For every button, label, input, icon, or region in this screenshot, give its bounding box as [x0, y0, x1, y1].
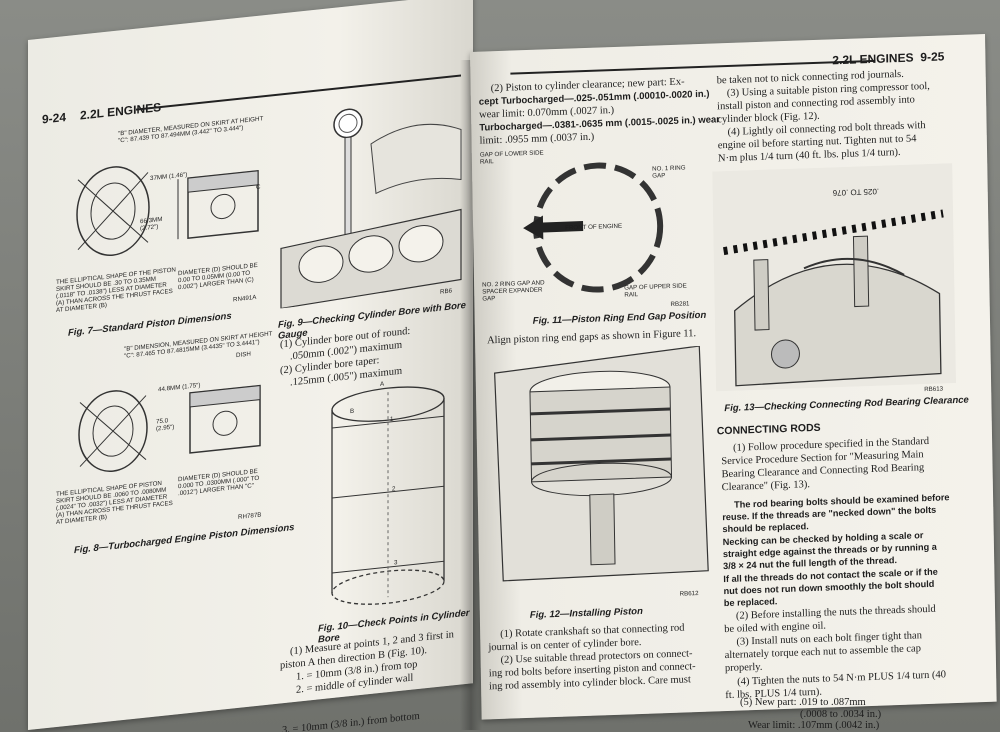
- fig8-note-elliptical: THE ELLIPTICAL SHAPE OF PISTON SKIRT SHO…: [56, 479, 173, 527]
- fig8-caption: Fig. 8—Turbocharged Engine Piston Dimens…: [74, 521, 295, 557]
- fig13-code: RB613: [924, 385, 944, 394]
- fig11-gap-lower: GAP OF LOWER SIDE RAIL: [479, 149, 544, 166]
- fig11-ring2: NO. 2 RING GAP AND SPACER EXPANDER GAP: [482, 279, 545, 303]
- right-page-number: 9-25: [920, 49, 945, 65]
- fig11-ring-gap-diagram: [523, 162, 664, 293]
- left-page: 9-24 2.2L ENGINES "B" DIAMETER, MEASURED…: [28, 0, 473, 730]
- fig8-code: RH787B: [238, 511, 262, 521]
- fig10-label-a: A: [380, 380, 385, 389]
- clearance-5: limit: .0955 mm (.0037 in.): [479, 131, 595, 147]
- section-heading-connecting-rods: CONNECTING RODS: [716, 421, 821, 438]
- fig11-ring1: NO. 1 RING GAP: [652, 164, 686, 180]
- conn-step-8: (5) New part: .019 to .087mm: [740, 697, 866, 708]
- fig13-bearing-clearance-drawing: [712, 163, 957, 392]
- fig8-dish: DISH: [236, 350, 251, 360]
- fig10-label-2: 2: [392, 485, 396, 493]
- fig8-piston-drawing: [78, 384, 261, 472]
- fig12-caption: Fig. 12—Installing Piston: [529, 605, 643, 621]
- conn-step-6: (4) Tighten the nuts to 54 N·m PLUS 1/4 …: [737, 669, 947, 688]
- fig10-label-b: B: [350, 407, 355, 416]
- conn-step-9: (.0008 to .0034 in.): [800, 709, 882, 720]
- fig7-note-b: "B" DIAMETER, MEASURED ON SKIRT AT HEIGH…: [118, 115, 264, 145]
- conn-intro-4: Clearance" (Fig. 13).: [721, 479, 811, 494]
- fig7-note-diameter-d: DIAMETER (D) SHOULD BE 0.00 TO 0.05mm (0…: [178, 261, 258, 292]
- fig7-code: RN491A: [233, 293, 257, 304]
- fig13-caption: Fig. 13—Checking Connecting Rod Bearing …: [724, 394, 969, 415]
- fig9-bore-gauge-drawing: [280, 108, 462, 309]
- fig13-gauge-value: .025 to .076: [832, 186, 880, 198]
- left-page-number: 9-24: [42, 110, 67, 127]
- fig11-code: RB281: [670, 300, 690, 308]
- fig11-caption: Fig. 11—Piston Ring End Gap Position: [532, 309, 707, 327]
- fig10-label-3: 3: [394, 559, 398, 567]
- fig10-label-1: 1: [390, 415, 394, 423]
- fig10-cylinder-drawing: [331, 386, 445, 605]
- right-header-title: 2.2L ENGINES: [832, 50, 914, 68]
- fig12-code: RB612: [679, 590, 699, 598]
- fig11-gap-upper: GAP OF UPPER SIDE RAIL: [624, 282, 687, 299]
- fig7-dim-c: C: [256, 183, 261, 192]
- fig9-code: RB6: [440, 287, 453, 296]
- conn-step-10: Wear limit: .107mm (.0042 in.): [748, 720, 880, 731]
- right-page: 2.2L ENGINES 9-25 (2) Piston to cylinder…: [470, 34, 997, 720]
- fig7-caption: Fig. 7—Standard Piston Dimensions: [68, 310, 232, 339]
- fig8-note-b: "B" DIMENSION, MEASURED ON SKIRT AT HEIG…: [124, 330, 273, 360]
- left-header-title: 2.2L ENGINES: [80, 100, 162, 123]
- fig7-note-elliptical: THE ELLIPTICAL SHAPE OF THE PISTON SKIRT…: [56, 266, 176, 315]
- measure-5: 3. = 10mm (3/8 in.) from bottom: [282, 710, 420, 732]
- fig7-piston-drawing: [76, 166, 259, 256]
- conn-step-5: properly.: [724, 661, 763, 675]
- align-text: Align piston ring end gaps as shown in F…: [486, 328, 697, 347]
- conn-bold-9: be replaced.: [723, 596, 778, 609]
- fig12-installing-piston-drawing: [493, 345, 709, 582]
